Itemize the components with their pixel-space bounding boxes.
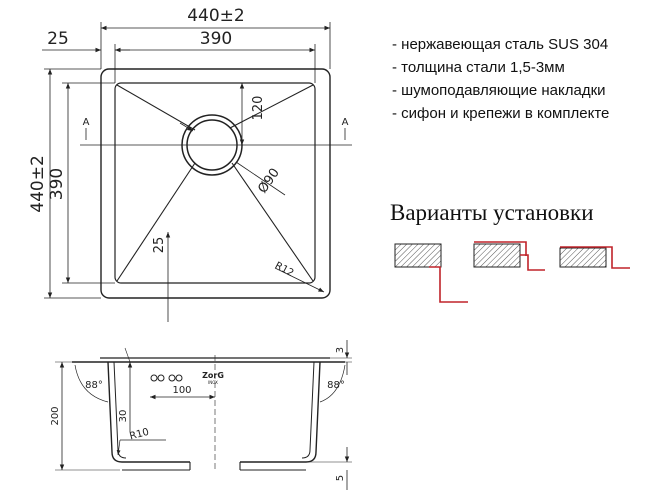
dim-rim-thickness: 3 <box>335 347 346 353</box>
dim-drain-offset: 120 <box>251 96 266 121</box>
spec-item: - шумоподавляющие накладки <box>392 82 606 99</box>
section-label-left: A <box>83 117 90 128</box>
install-variant-1 <box>394 243 468 303</box>
install-title: Варианты установки <box>390 200 594 225</box>
angle-left: 88° <box>85 380 103 391</box>
dim-width-total: 440±2 <box>187 6 245 26</box>
slope-line-tr <box>229 84 314 129</box>
svg-text:ZorG: ZorG <box>202 371 224 380</box>
section-wall-right <box>240 361 321 463</box>
install-variant-2 <box>473 241 545 271</box>
slope-line-bl <box>116 162 196 282</box>
dim-inner-offset: 30 <box>118 410 129 423</box>
dim-width-inner: 390 <box>200 29 232 49</box>
slope-line-tl <box>116 84 196 131</box>
spec-item: - нержавеющая сталь SUS 304 <box>392 36 608 53</box>
zorg-logo: ZorG INOX <box>202 371 224 385</box>
svg-text:INOX: INOX <box>208 380 218 385</box>
dim-bottom-radius: R10 <box>128 427 150 443</box>
install-variant-3 <box>559 246 630 269</box>
top-view <box>42 22 352 322</box>
dim-drain-diameter: Ø90 <box>255 166 283 197</box>
sink-bowl-outline <box>114 82 316 284</box>
dim-flange: 25 <box>47 29 69 49</box>
dim-overflow: 100 <box>172 385 191 396</box>
section-view <box>55 340 352 490</box>
spec-item: - сифон и крепежи в комплекте <box>392 105 609 122</box>
spec-list: - нержавеющая сталь SUS 304 - толщина ст… <box>392 36 609 122</box>
section-label-right: A <box>342 117 349 128</box>
dim-depth-offset: 25 <box>152 237 167 254</box>
dim-section-height: 200 <box>50 406 61 425</box>
sink-outer-outline <box>100 68 331 299</box>
dim-height-inner: 390 <box>47 168 67 200</box>
section-wall-left <box>107 361 190 463</box>
spec-item: - толщина стали 1,5-3мм <box>392 59 565 76</box>
slope-line-br <box>231 162 314 282</box>
dim-height-total: 440±2 <box>28 155 48 213</box>
angle-right: 88° <box>327 380 345 391</box>
dim-base-offset: 5 <box>335 475 346 481</box>
